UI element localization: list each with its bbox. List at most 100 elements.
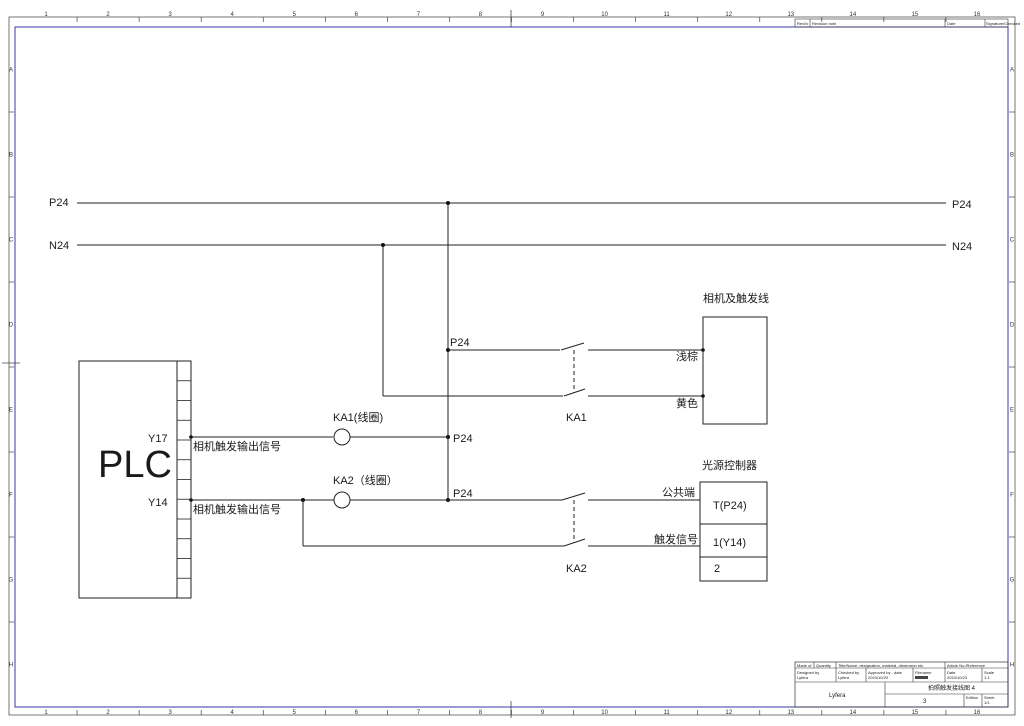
filename-redacted bbox=[915, 676, 928, 679]
row-letter-right: A bbox=[1010, 68, 1014, 74]
article-header-label: Article No./Reference bbox=[947, 663, 986, 668]
column-number-top: 15 bbox=[912, 12, 919, 18]
column-number-bottom: 9 bbox=[541, 710, 545, 716]
n24-rail-junction bbox=[381, 243, 385, 247]
camera-wire1-color: 浅棕 bbox=[676, 349, 698, 363]
row-letter-left: E bbox=[9, 408, 13, 414]
column-number-bottom: 2 bbox=[106, 710, 110, 716]
light-controller-term3: 2 bbox=[714, 563, 720, 575]
p24-left-label: P24 bbox=[49, 197, 69, 209]
plc-y14-port: Y14 bbox=[148, 497, 168, 509]
column-number-top: 7 bbox=[417, 12, 421, 18]
plc-label: PLC bbox=[98, 444, 172, 486]
row-letter-left: G bbox=[9, 578, 14, 584]
column-number-bottom: 14 bbox=[850, 710, 857, 716]
column-number-top: 1 bbox=[44, 12, 48, 18]
row-letter-right: G bbox=[1010, 578, 1015, 584]
camera-wire2-color: 黄色 bbox=[676, 396, 698, 410]
column-number-top: 3 bbox=[168, 12, 172, 18]
column-number-bottom: 4 bbox=[231, 710, 235, 716]
p24-ka1-coil-label: P24 bbox=[453, 433, 473, 445]
date-value: 2024/10/23 bbox=[947, 675, 968, 680]
row-letter-left: C bbox=[9, 238, 14, 244]
light-controller-term1-label: 公共端 bbox=[662, 486, 695, 499]
p24-right-label: P24 bbox=[952, 199, 972, 211]
row-letter-right: C bbox=[1010, 238, 1015, 244]
ka1-contact-label: KA1 bbox=[566, 412, 587, 424]
ka2-contact-label: KA2 bbox=[566, 563, 587, 575]
row-letter-right: F bbox=[1010, 493, 1014, 499]
revision-note-label: Revision note bbox=[812, 21, 837, 26]
column-number-top: 11 bbox=[664, 12, 671, 18]
column-number-top: 9 bbox=[541, 12, 545, 18]
column-number-top: 14 bbox=[850, 12, 857, 18]
p24-ka1-contact-label: P24 bbox=[450, 337, 470, 349]
sheet-number: 3 bbox=[923, 699, 927, 705]
row-letter-right: H bbox=[1010, 663, 1014, 669]
column-number-top: 2 bbox=[106, 12, 110, 18]
edition-label: Edition bbox=[966, 695, 978, 700]
plc-terminal-strip bbox=[176, 361, 191, 598]
column-number-top: 4 bbox=[231, 12, 235, 18]
light-controller-term1: T(P24) bbox=[713, 500, 747, 512]
checked-by-label: Checked by bbox=[838, 670, 859, 675]
column-number-bottom: 15 bbox=[912, 710, 919, 716]
date-label: Date bbox=[947, 670, 956, 675]
camera-box bbox=[702, 316, 768, 425]
checked-by-value: Lyfera bbox=[838, 675, 850, 680]
row-letter-right: E bbox=[1010, 408, 1014, 414]
camera-wire1-terminal bbox=[701, 348, 705, 352]
row-letter-left: B bbox=[9, 153, 13, 159]
ka1-coil bbox=[333, 428, 351, 446]
column-number-bottom: 12 bbox=[725, 710, 732, 716]
rev-date-label: Date bbox=[947, 21, 956, 26]
outer-border bbox=[8, 16, 1016, 716]
column-number-bottom: 13 bbox=[787, 710, 794, 716]
light-controller-box bbox=[699, 481, 768, 582]
approved-date: 2024/10/20 bbox=[868, 675, 889, 680]
ka2-contact-blade-top bbox=[561, 492, 586, 501]
scale-value: 1:1 bbox=[984, 675, 990, 680]
column-number-bottom: 3 bbox=[168, 710, 172, 716]
column-number-bottom: 16 bbox=[974, 710, 981, 716]
column-number-top: 12 bbox=[725, 12, 732, 18]
column-number-bottom: 10 bbox=[601, 710, 608, 716]
row-letter-left: D bbox=[9, 323, 14, 329]
row-letter-left: H bbox=[9, 663, 13, 669]
n24-right-label: N24 bbox=[952, 241, 972, 253]
inner-frame bbox=[14, 26, 1009, 708]
signature-label: Signature/Checked bbox=[986, 21, 1020, 26]
row-letter-left: A bbox=[9, 68, 13, 74]
ka1-coil-label: KA1(线圈) bbox=[333, 410, 383, 424]
plc-y17-port: Y17 bbox=[148, 433, 168, 445]
designed-by-value: Lyfera bbox=[797, 675, 809, 680]
column-number-top: 13 bbox=[787, 12, 794, 18]
column-number-bottom: 1 bbox=[44, 710, 48, 716]
column-number-top: 16 bbox=[974, 12, 981, 18]
column-ruler: 1122334455667788991010111112121313141415… bbox=[44, 10, 981, 718]
scale-label: Scale bbox=[984, 670, 995, 675]
column-number-bottom: 5 bbox=[293, 710, 297, 716]
company-name: Lyfera bbox=[829, 693, 846, 699]
rev-index-label: Rev/Ix bbox=[797, 21, 808, 26]
light-controller-term2: 1(Y14) bbox=[713, 537, 746, 549]
column-number-bottom: 11 bbox=[664, 710, 671, 716]
column-number-top: 6 bbox=[355, 12, 359, 18]
ka2-coil bbox=[333, 491, 351, 509]
column-number-top: 10 bbox=[601, 12, 608, 18]
row-letter-left: F bbox=[9, 493, 13, 499]
ka2-coil-label: KA2（线圈） bbox=[333, 473, 398, 487]
filename-label: Filename bbox=[915, 670, 932, 675]
column-number-bottom: 8 bbox=[479, 710, 483, 716]
made-of-label: Made of bbox=[797, 663, 812, 668]
designed-by-label: Designed by bbox=[797, 670, 819, 675]
light-controller-title: 光源控制器 bbox=[702, 458, 757, 472]
plc-y14-signal: 相机触发输出信号 bbox=[193, 502, 281, 516]
row-letter-right: B bbox=[1010, 153, 1014, 159]
y14-terminal bbox=[189, 498, 193, 502]
camera-title: 相机及触发线 bbox=[703, 291, 769, 305]
column-number-bottom: 7 bbox=[417, 710, 421, 716]
ka1-contact-blade-top bbox=[560, 342, 585, 351]
